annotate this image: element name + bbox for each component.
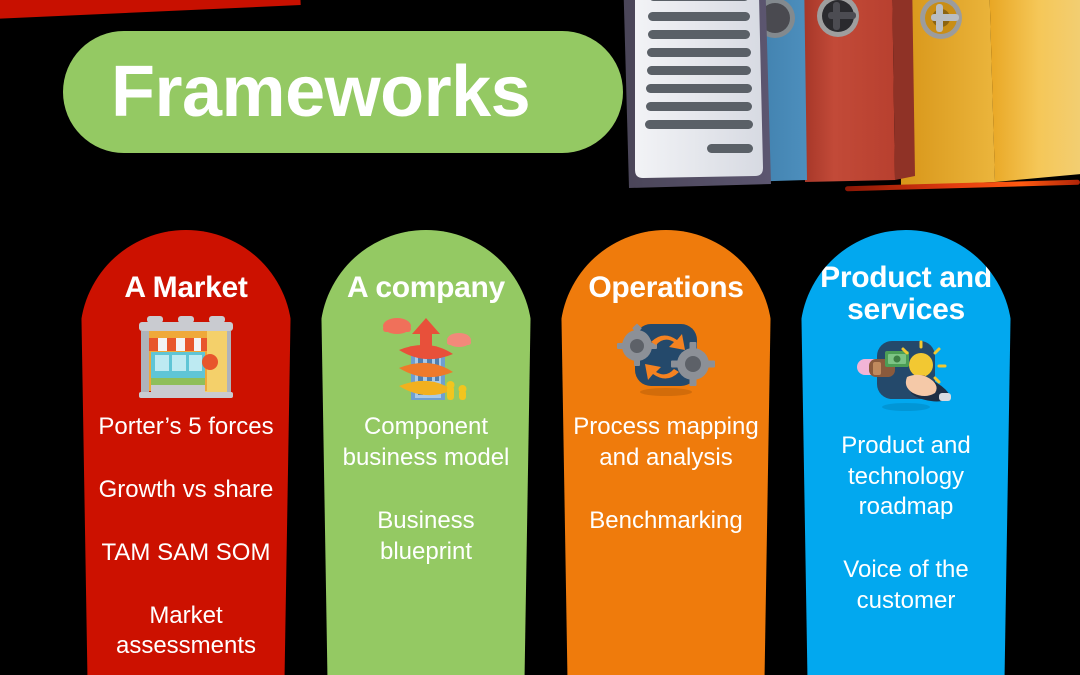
list-item: TAM SAM SOM (101, 538, 271, 566)
column-items: Porter’s 5 forces Growth vs share TAM SA… (88, 412, 284, 662)
column-items: Product and technology roadmap Voice of … (808, 431, 1004, 617)
column-items: Process mapping and analysis Benchmarkin… (568, 412, 764, 536)
money-for-idea-icon (857, 340, 951, 411)
column-title: Operations (588, 271, 744, 304)
gears-process-icon (617, 324, 715, 397)
framework-column-a-market[interactable]: A Market (80, 230, 292, 675)
page-title-pill: Frameworks (63, 31, 623, 153)
framework-column-a-company[interactable]: A company (320, 230, 532, 675)
list-item: Process mapping and analysis (573, 413, 759, 472)
list-item: Benchmarking (589, 506, 743, 534)
framework-column-product-and-services[interactable]: Product and services (800, 230, 1012, 675)
column-title: Product and services (820, 261, 992, 327)
growing-building-icon (383, 318, 471, 401)
framework-columns: A Market (0, 230, 1080, 675)
list-item: Product and technology roadmap (841, 431, 971, 521)
page-title: Frameworks (111, 52, 531, 132)
red-accent-band (0, 0, 301, 20)
ring-binders-illustration (595, 0, 1080, 200)
column-items: Component business model Business bluepr… (328, 412, 524, 567)
list-item: Growth vs share (98, 476, 274, 504)
market-stall-icon (139, 316, 233, 399)
column-title: A Market (124, 271, 248, 304)
list-item: Business blueprint (377, 506, 475, 565)
list-item: Component business model (342, 413, 510, 472)
framework-column-operations[interactable]: Operations (560, 230, 772, 675)
list-item: Porter’s 5 forces (98, 413, 274, 441)
column-title: A company (347, 271, 505, 304)
list-item: Market assessments (115, 601, 257, 660)
list-item: Voice of the customer (843, 555, 969, 614)
